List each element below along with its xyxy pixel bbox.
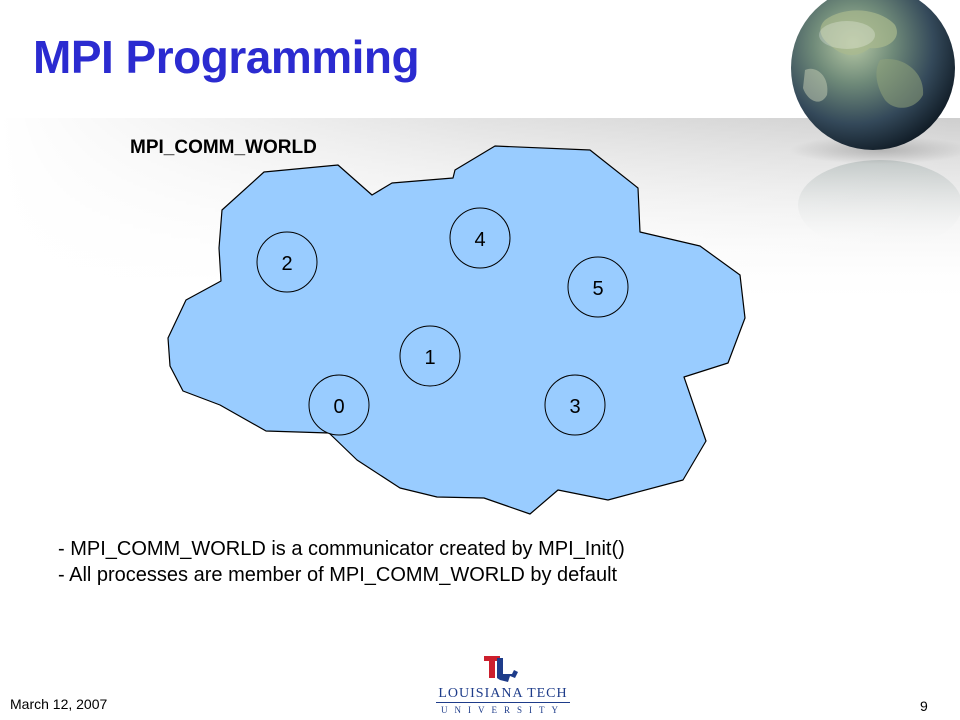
- bullet-item: - All processes are member of MPI_COMM_W…: [58, 564, 618, 586]
- process-label-0: 0: [333, 396, 344, 418]
- slide-title: MPI Programming: [33, 31, 420, 83]
- process-node-4: 4: [449, 207, 511, 269]
- globe-icon: [791, 0, 955, 150]
- footer-date: March 12, 2007: [10, 696, 108, 712]
- process-node-3: 3: [544, 374, 606, 436]
- bullet-item: - MPI_COMM_WORLD is a communicator creat…: [58, 538, 625, 560]
- process-node-1: 1: [399, 325, 461, 387]
- process-label-4: 4: [474, 229, 485, 251]
- process-label-5: 5: [592, 278, 603, 300]
- university-logo-text: LOUISIANA TECH UNIVERSITY: [436, 686, 570, 717]
- process-node-5: 5: [567, 256, 629, 318]
- logo-line-2: UNIVERSITY: [436, 702, 570, 717]
- bullet-list: - MPI_COMM_WORLD is a communicator creat…: [58, 536, 625, 588]
- process-node-0: 0: [308, 374, 370, 436]
- communicator-cloud: [167, 145, 746, 515]
- page-number: 9: [920, 698, 928, 714]
- process-label-2: 2: [281, 253, 292, 275]
- process-node-2: 2: [256, 231, 318, 293]
- process-label-1: 1: [424, 347, 435, 369]
- logo-line-1: LOUISIANA TECH: [438, 686, 568, 701]
- communicator-label: MPI_COMM_WORLD: [130, 137, 317, 158]
- process-label-3: 3: [569, 396, 580, 418]
- louisiana-tech-logo-icon: [484, 656, 518, 682]
